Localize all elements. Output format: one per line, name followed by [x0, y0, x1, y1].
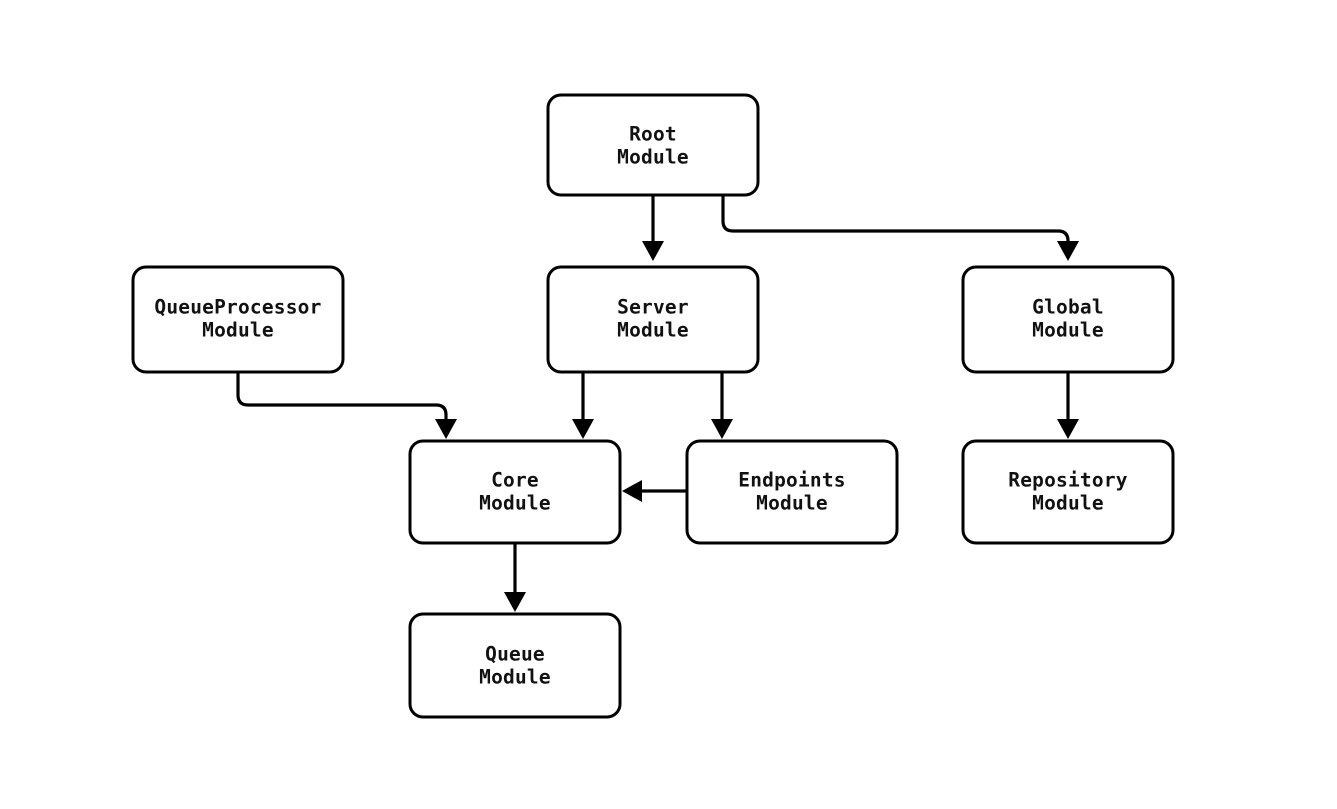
node-root-box[interactable] [546, 93, 760, 197]
node-repository-label-line2: Module [1032, 492, 1104, 515]
node-repository[interactable]: Repository Module [961, 439, 1175, 545]
node-queueprocessor-label-line2: Module [202, 319, 274, 342]
node-server-box[interactable] [546, 265, 760, 374]
node-layer: Root Module QueueProcessor Module Server… [131, 93, 1175, 719]
edge-endpoints-core-arrowhead [622, 480, 642, 502]
node-core-label-line1: Core [491, 469, 539, 492]
node-endpoints[interactable]: Endpoints Module [685, 439, 899, 545]
edge-root-global [721, 195, 1079, 261]
edge-server-core [572, 372, 594, 439]
node-global-label-line1: Global [1032, 296, 1104, 319]
edge-global-repository [1057, 372, 1079, 439]
node-core-label-line2: Module [479, 492, 551, 515]
edge-core-queue-arrowhead [504, 592, 526, 612]
edge-core-queue [504, 543, 526, 612]
edge-root-global-arrowhead [1057, 241, 1079, 261]
node-endpoints-label-line1: Endpoints [738, 469, 845, 492]
node-core-box[interactable] [408, 439, 622, 545]
edge-server-core-arrowhead [572, 419, 594, 439]
node-core[interactable]: Core Module [408, 439, 622, 545]
node-endpoints-label-line2: Module [756, 492, 828, 515]
node-global-label-line2: Module [1032, 319, 1104, 342]
node-queueprocessor-box[interactable] [131, 265, 345, 374]
node-root-label-line2: Module [617, 146, 689, 169]
edge-queueprocessor-core-line [236, 372, 448, 420]
edge-root-server-arrowhead [642, 241, 664, 261]
node-queue-label-line2: Module [479, 666, 551, 689]
node-server[interactable]: Server Module [546, 265, 760, 374]
edge-root-global-line [721, 195, 1070, 243]
edge-queueprocessor-core [236, 372, 457, 439]
node-repository-box[interactable] [961, 439, 1175, 545]
edge-endpoints-core [622, 480, 687, 502]
edge-queueprocessor-core-arrowhead [435, 419, 457, 439]
node-server-label-line2: Module [617, 319, 689, 342]
edge-global-repository-arrowhead [1057, 419, 1079, 439]
node-endpoints-box[interactable] [685, 439, 899, 545]
edge-root-server [642, 195, 664, 261]
node-queue-label-line1: Queue [485, 643, 545, 666]
node-queue-box[interactable] [408, 612, 622, 719]
node-queueprocessor[interactable]: QueueProcessor Module [131, 265, 345, 374]
node-global-box[interactable] [961, 265, 1175, 374]
edge-server-endpoints-arrowhead [711, 419, 733, 439]
node-root[interactable]: Root Module [546, 93, 760, 197]
node-root-label-line1: Root [629, 123, 677, 146]
node-repository-label-line1: Repository [1008, 469, 1127, 492]
node-server-label-line1: Server [617, 296, 689, 319]
edge-server-endpoints [711, 372, 733, 439]
node-queue[interactable]: Queue Module [408, 612, 622, 719]
node-queueprocessor-label-line1: QueueProcessor [154, 296, 321, 319]
node-global[interactable]: Global Module [961, 265, 1175, 374]
edge-layer [236, 195, 1079, 612]
